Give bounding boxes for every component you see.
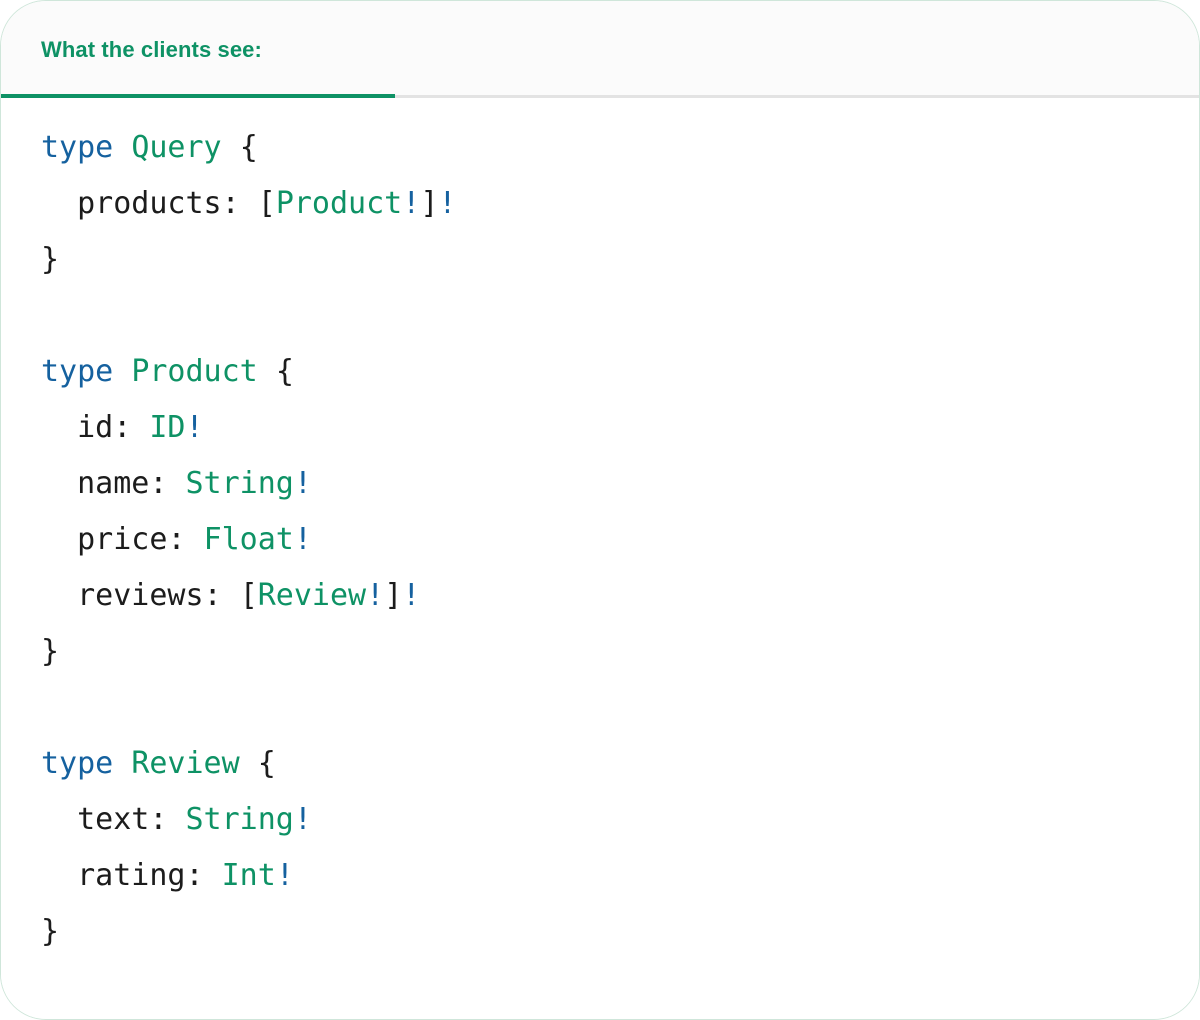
code-token: { [275, 354, 294, 389]
code-line [41, 680, 1199, 736]
code-token: products [77, 186, 222, 221]
code-token: id [77, 410, 114, 445]
code-token: : [167, 522, 186, 557]
tab-bar: What the clients see: [1, 1, 1199, 98]
code-token: Review [131, 746, 240, 781]
code-token: : [185, 858, 204, 893]
code-line: name: String! [41, 456, 1199, 512]
code-token: Int [221, 858, 276, 893]
code-token: : [149, 802, 168, 837]
code-token: } [41, 242, 60, 277]
code-token: { [239, 130, 258, 165]
code-token: } [41, 914, 60, 949]
code-line: } [41, 232, 1199, 288]
tab-bar-divider [1, 95, 1199, 98]
code-token: ] [420, 186, 439, 221]
code-token: { [257, 746, 276, 781]
code-line: rating: Int! [41, 848, 1199, 904]
code-token: reviews [77, 578, 204, 613]
code-token: String [185, 802, 294, 837]
active-tab-underline [1, 94, 395, 98]
code-line: } [41, 624, 1199, 680]
code-token: Float [203, 522, 294, 557]
code-token: type [41, 130, 114, 165]
graphql-schema-code[interactable]: type Query { products: [Product!]! } typ… [1, 120, 1199, 960]
code-token: : [221, 186, 240, 221]
code-line: type Review { [41, 736, 1199, 792]
code-area[interactable]: type Query { products: [Product!]! } typ… [1, 98, 1199, 1018]
code-token: ! [366, 578, 385, 613]
code-line: id: ID! [41, 400, 1199, 456]
code-line: reviews: [Review!]! [41, 568, 1199, 624]
code-token: Review [257, 578, 367, 613]
code-token: ! [438, 186, 457, 221]
code-token: ! [293, 466, 312, 501]
tab-what-the-clients-see[interactable]: What the clients see: [1, 1, 262, 98]
code-line [41, 288, 1199, 344]
code-token: : [113, 410, 132, 445]
code-token: [ [257, 186, 276, 221]
code-token: text [77, 802, 150, 837]
tab-label: What the clients see: [41, 36, 262, 62]
code-token: ! [275, 858, 294, 893]
code-token: Query [131, 130, 222, 165]
code-token: price [77, 522, 168, 557]
code-token: String [185, 466, 294, 501]
code-token: } [41, 634, 60, 669]
code-token: ID [149, 410, 186, 445]
code-token: ! [293, 802, 312, 837]
code-token: : [149, 466, 168, 501]
code-line: type Query { [41, 120, 1199, 176]
code-token: rating [77, 858, 186, 893]
code-line: type Product { [41, 344, 1199, 400]
code-token: ! [293, 522, 312, 557]
code-token: type [41, 746, 114, 781]
code-root: type Query { products: [Product!]! } typ… [41, 120, 1199, 960]
code-token: ! [402, 578, 421, 613]
code-token: Product [275, 186, 403, 221]
code-line: products: [Product!]! [41, 176, 1199, 232]
code-token: name [77, 466, 150, 501]
code-token: ] [384, 578, 403, 613]
code-token: [ [239, 578, 258, 613]
code-line: } [41, 904, 1199, 960]
code-token: ! [402, 186, 421, 221]
code-line: price: Float! [41, 512, 1199, 568]
code-token: : [203, 578, 222, 613]
code-token: type [41, 354, 114, 389]
code-token: ! [185, 410, 204, 445]
code-token: Product [131, 354, 258, 389]
code-line: text: String! [41, 792, 1199, 848]
